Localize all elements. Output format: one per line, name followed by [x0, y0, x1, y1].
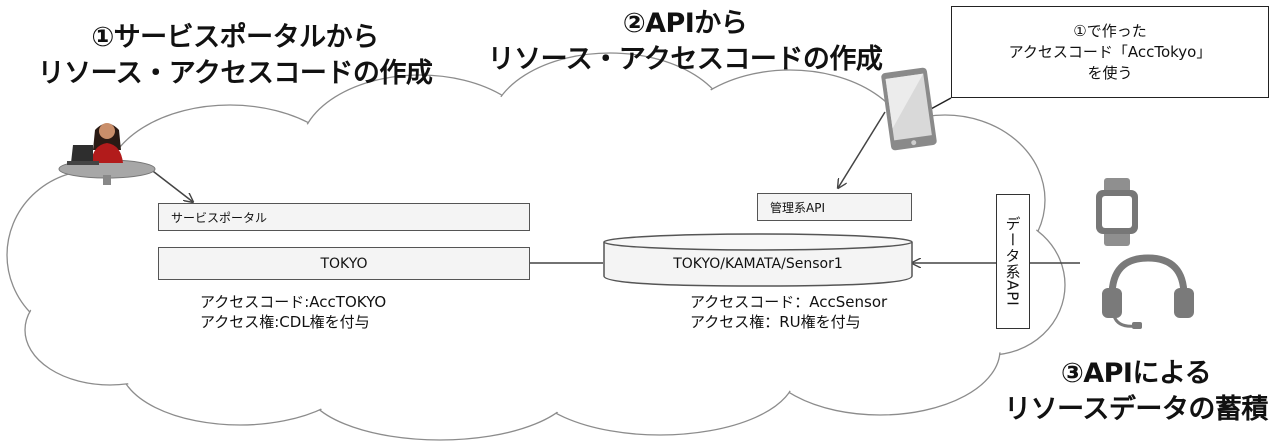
- step2-heading: ②APIから リソース・アクセスコードの作成: [470, 6, 900, 78]
- sensor-access-right: アクセス権：RU権を付与: [690, 313, 861, 331]
- step3-line1: ③APIによる: [1060, 358, 1212, 389]
- arrow-tablet-to-management-api: [838, 111, 886, 188]
- callout-line3: を使う: [1087, 63, 1133, 82]
- management-api-label: 管理系API: [770, 200, 825, 215]
- step1-line1: ①サービスポータルから: [91, 22, 379, 53]
- tokyo-access-code: アクセスコード:AccTOKYO: [200, 293, 387, 311]
- callout-line2: アクセスコード「AccTokyo」: [1008, 42, 1212, 61]
- smartwatch-icon: [1096, 178, 1138, 246]
- tokyo-access-right: アクセス権:CDL権を付与: [200, 313, 370, 331]
- service-portal-box: サービスポータル: [158, 203, 530, 231]
- tablet-icon: [881, 67, 937, 151]
- tokyo-access-info: アクセスコード:AccTOKYO アクセス権:CDL権を付与: [200, 292, 386, 332]
- sensor-access-code: アクセスコード：AccSensor: [690, 293, 888, 311]
- sensor-resource-cylinder: [603, 233, 913, 287]
- sensor-access-info: アクセスコード：AccSensor アクセス権：RU権を付与: [690, 292, 887, 332]
- step2-line2: リソース・アクセスコードの作成: [487, 44, 883, 75]
- data-api-box: データ系API: [996, 194, 1030, 329]
- data-api-label: データ系API: [1003, 216, 1022, 307]
- service-portal-label: サービスポータル: [171, 210, 268, 225]
- step1-heading: ①サービスポータルから リソース・アクセスコードの作成: [20, 20, 450, 92]
- tokyo-resource-box: TOKYO: [158, 247, 530, 280]
- step3-line2: リソースデータの蓄積: [1004, 394, 1268, 425]
- callout-box: ①で作った アクセスコード「AccTokyo」 を使う: [951, 6, 1269, 98]
- step1-line2: リソース・アクセスコードの作成: [37, 58, 433, 89]
- management-api-box: 管理系API: [757, 193, 912, 221]
- step2-line1: ②APIから: [622, 8, 748, 39]
- callout-line1: ①で作った: [1073, 21, 1147, 40]
- headset-icon: [1102, 254, 1194, 329]
- sensor-resource-label: TOKYO/KAMATA/Sensor1: [673, 256, 843, 272]
- tokyo-label: TOKYO: [320, 255, 368, 272]
- person-at-laptop-icon: [58, 123, 156, 185]
- step3-heading: ③APIによる リソースデータの蓄積: [1000, 356, 1272, 428]
